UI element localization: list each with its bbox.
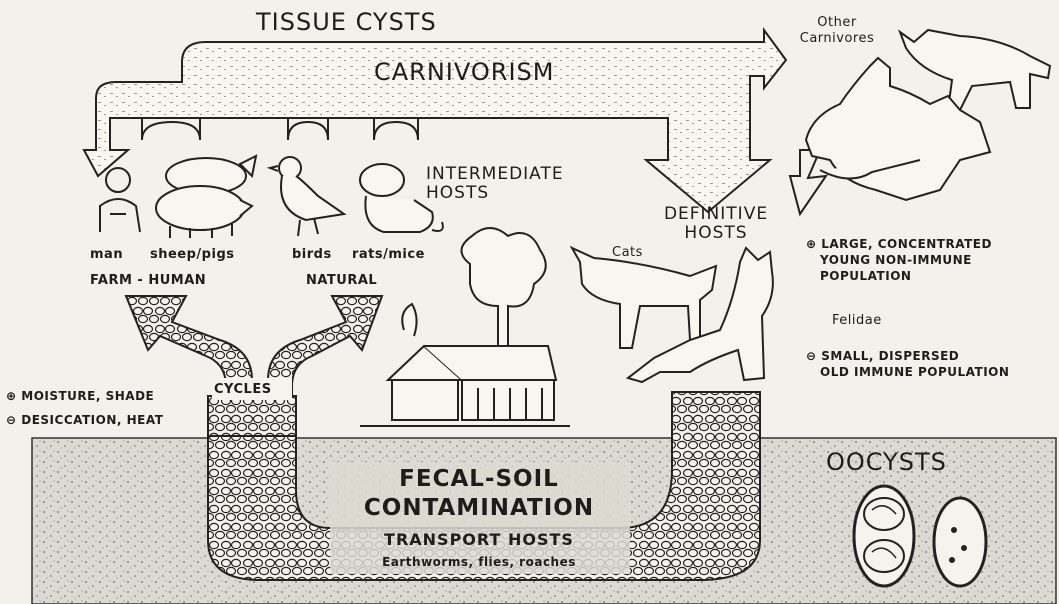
- transport-hosts-label: TRANSPORT HOSTS: [336, 532, 622, 548]
- bird-figure: [270, 157, 344, 236]
- intermediate-hosts-label: INTERMEDIATE HOSTS: [426, 166, 564, 202]
- other-carnivores-arrow: [790, 150, 826, 214]
- fecal-soil-contamination-label: FECAL-SOIL CONTAMINATION: [336, 468, 622, 520]
- plus-population-label: ⊕ LARGE, CONCENTRATED YOUNG NON-IMMUNE P…: [806, 238, 992, 282]
- natural-label: NATURAL: [306, 274, 377, 287]
- carnivorism-label: CARNIVORISM: [374, 60, 554, 84]
- arrow-tab-birds: [288, 118, 328, 140]
- oocyst-sporulated: [854, 486, 914, 586]
- left-stem: [208, 396, 296, 436]
- host-label-rats-mice: rats/mice: [352, 248, 425, 261]
- host-label-sheep-pigs: sheep/pigs: [150, 248, 235, 261]
- cats-figure: [572, 248, 773, 382]
- oocysts-label: OOCYSTS: [826, 450, 947, 474]
- farm-human-label: FARM - HUMAN: [90, 274, 206, 287]
- cycles-label: CYCLES: [214, 383, 272, 396]
- felidae-label: Felidae: [832, 314, 882, 327]
- host-label-birds: birds: [292, 248, 332, 261]
- host-label-man: man: [90, 248, 123, 261]
- transport-examples-label: Earthworms, flies, roaches: [336, 556, 622, 568]
- other-carnivores-figure: [806, 30, 1050, 200]
- minus-population-label: ⊖ SMALL, DISPERSED OLD IMMUNE POPULATION: [806, 350, 1009, 378]
- oocyst-unsporulated: [934, 498, 986, 586]
- arrow-tab-sheep: [142, 118, 200, 140]
- cats-label: Cats: [612, 246, 643, 259]
- moisture-shade-label: ⊕ MOISTURE, SHADE: [6, 390, 154, 402]
- other-carnivores-label: Other Carnivores: [792, 16, 882, 45]
- pig-figure: [156, 186, 252, 238]
- man-figure: [100, 168, 140, 232]
- arrow-tab-rats: [374, 118, 418, 140]
- tissue-cysts-label: TISSUE CYSTS: [256, 10, 437, 34]
- desiccation-heat-label: ⊖ DESICCATION, HEAT: [6, 414, 163, 426]
- definitive-hosts-label: DEFINITIVE HOSTS: [648, 206, 784, 242]
